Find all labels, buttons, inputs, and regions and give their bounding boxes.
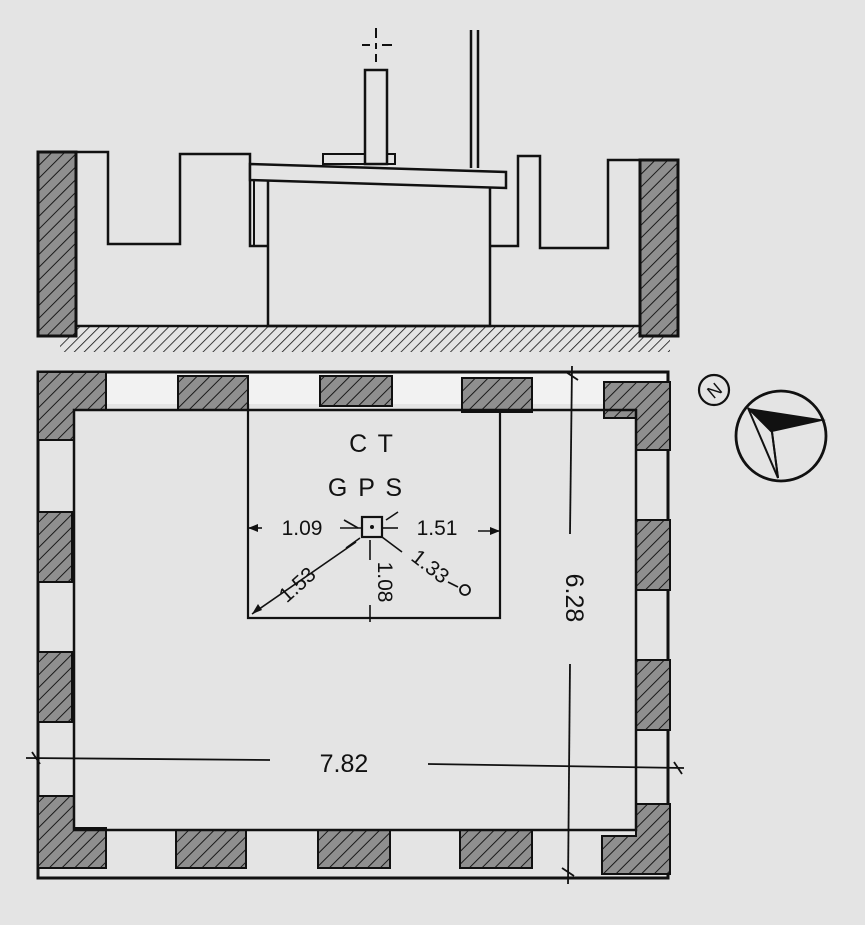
wall-block	[317, 829, 391, 869]
dim-southeast: 1.33	[407, 545, 453, 588]
wall-block	[635, 519, 671, 591]
right-battlement-outline	[490, 154, 640, 250]
gps-pillar	[363, 68, 389, 166]
label-ct: C T	[349, 430, 395, 458]
wall-block	[319, 375, 393, 407]
central-platform	[246, 404, 502, 620]
wall-block	[175, 829, 247, 869]
corner-block-sw	[37, 795, 107, 869]
dim-southwest: 1.53	[275, 563, 321, 607]
left-wall-section	[36, 150, 78, 338]
depth-dimension-line	[561, 365, 579, 885]
outer-wall-outline	[36, 370, 670, 880]
gps-marker-icon	[360, 515, 384, 539]
compass-circle	[734, 389, 828, 483]
instrument-slab	[248, 162, 508, 190]
corner-block-se	[601, 803, 671, 875]
crosshair-icon	[362, 28, 392, 62]
dim-west: 1.09	[282, 517, 323, 540]
arrow-icon	[248, 524, 258, 532]
right-wall-section	[638, 158, 680, 338]
ground-hatch	[60, 326, 670, 352]
north-arrow-icon: N	[697, 373, 828, 483]
arrow-icon	[252, 604, 262, 614]
dim-width: 7.82	[320, 750, 369, 778]
corner-block-nw	[37, 371, 107, 441]
inner-room-outline	[72, 408, 638, 832]
gps-center-point	[370, 525, 374, 529]
wall-block	[37, 651, 73, 723]
dim-south: 1.08	[373, 562, 396, 603]
section-elevation	[36, 28, 680, 352]
label-gps: G P S	[328, 474, 404, 502]
arrow-icon	[490, 527, 500, 535]
wall-block	[459, 829, 533, 869]
compass-needle-dark	[748, 408, 826, 432]
left-battlement-outline	[76, 150, 268, 248]
north-letter: N	[703, 379, 726, 403]
reference-point-icon	[459, 584, 471, 596]
dim-east: 1.51	[417, 517, 458, 540]
north-letter-circle	[697, 373, 731, 407]
width-dimension-line	[25, 751, 685, 775]
dim-depth: 6.28	[560, 574, 588, 623]
wall-block	[635, 659, 671, 731]
wall-block	[461, 377, 533, 413]
wall-block	[37, 511, 73, 583]
measurement-lines	[248, 511, 500, 622]
plan-view: C T G P S 1.09 1.51 1.53 1.08 1.33 7.82 …	[25, 365, 685, 885]
central-block	[266, 178, 492, 328]
pillar-base	[322, 153, 396, 165]
wall-block	[177, 375, 249, 411]
